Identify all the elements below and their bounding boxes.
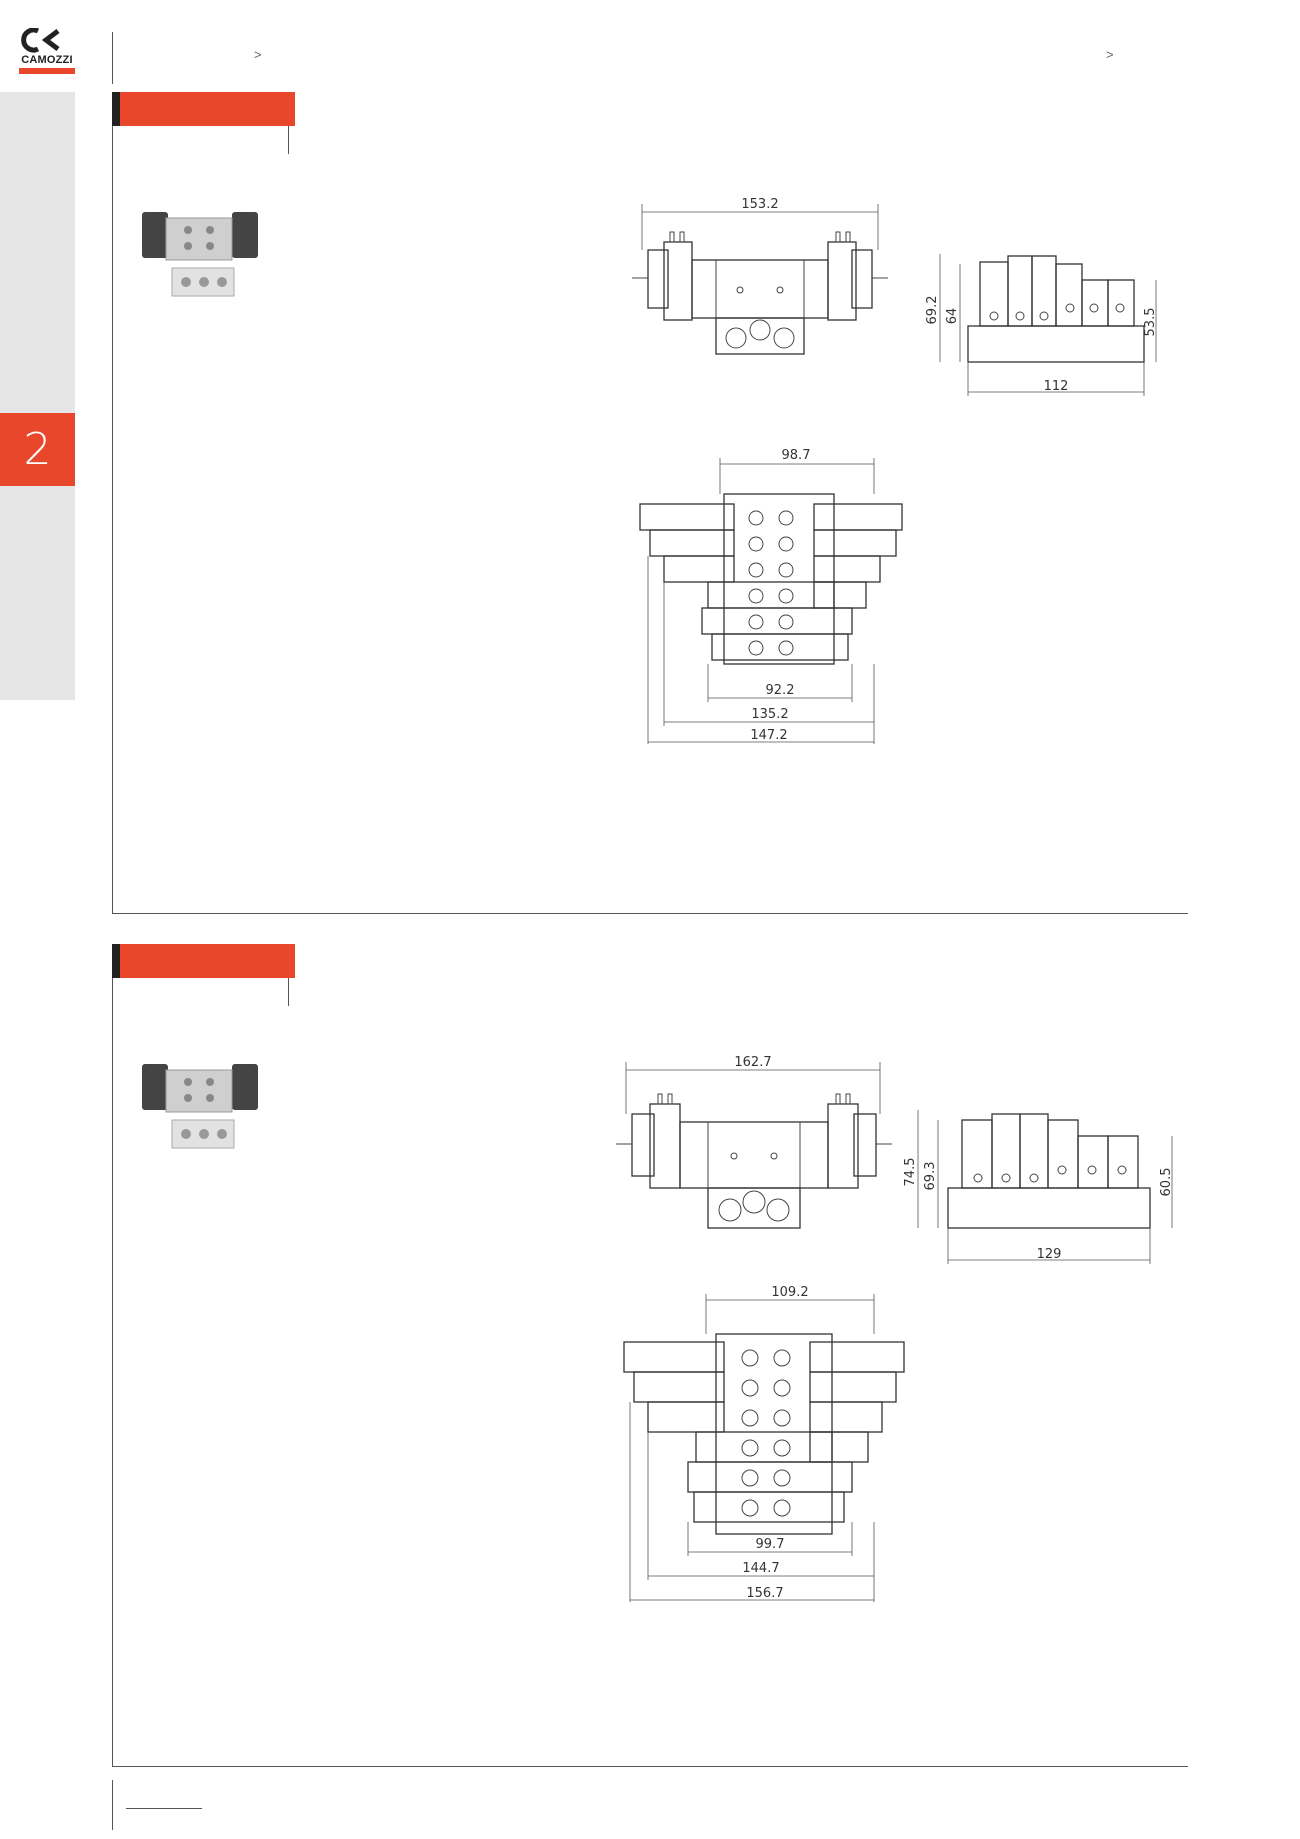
side-view-drawing-1: 69.2 64 53.5 112 — [925, 254, 1158, 396]
section-2-title-bar — [112, 944, 295, 978]
side-width-label-1: 112 — [1044, 379, 1069, 394]
chapter-tab[interactable]: 2 — [0, 413, 75, 486]
breadcrumb-separator-left: > — [254, 47, 262, 62]
side-height-total-label-1: 69.2 — [925, 296, 940, 325]
footer-divider — [112, 1780, 113, 1830]
brand-bar — [19, 68, 75, 74]
side-height-body-label-2: 69.3 — [923, 1162, 938, 1191]
product-photo-2 — [142, 1064, 258, 1149]
brand-name: CAMOZZI — [21, 54, 73, 66]
bottom-dim-2-label-1: 135.2 — [751, 707, 788, 722]
section-2-bar-tick — [288, 978, 289, 1006]
front-width-label-2: 162.7 — [734, 1055, 771, 1070]
section-1-bottom-rule — [112, 913, 1188, 914]
side-height-total-label-2: 74.5 — [904, 1158, 918, 1187]
bottom-dim-1-label-2: 99.7 — [756, 1537, 785, 1552]
top-width-label-2: 109.2 — [771, 1285, 808, 1300]
camozzi-logo: CAMOZZI — [16, 27, 78, 76]
logo-mark-icon — [21, 27, 60, 53]
section-2-bottom-rule — [112, 1766, 1188, 1767]
bottom-dim-2-label-2: 144.7 — [742, 1561, 779, 1576]
side-height-body-label-1: 64 — [945, 308, 960, 325]
product-photo-1 — [142, 212, 258, 297]
front-width-label-1: 153.2 — [741, 197, 778, 212]
side-width-label-2: 129 — [1037, 1247, 1062, 1262]
top-width-label-1: 98.7 — [782, 448, 811, 463]
section-1-title-bar — [112, 92, 295, 126]
front-view-drawing-1: 153.2 — [632, 197, 888, 355]
side-height-right-label-1: 53.5 — [1143, 308, 1158, 337]
side-height-right-label-2: 60.5 — [1159, 1168, 1174, 1197]
section-2-left-rule — [112, 944, 113, 1767]
footer-rule — [126, 1808, 202, 1809]
header-divider — [112, 32, 113, 84]
section-1-bar-tick — [288, 126, 289, 154]
front-view-drawing-2: 162.7 — [616, 1055, 892, 1229]
breadcrumb-separator-right: > — [1106, 47, 1114, 62]
bottom-dim-1-label-1: 92.2 — [766, 683, 795, 698]
top-view-drawing-2: 109.2 99.7 144.7 — [623, 1285, 905, 1602]
side-view-drawing-2: 74.5 69.3 60.5 129 — [904, 1110, 1174, 1264]
bottom-dim-3-label-2: 156.7 — [746, 1586, 784, 1601]
section-1-left-rule — [112, 92, 113, 914]
bottom-dim-3-label-1: 147.2 — [750, 728, 788, 743]
sidebar-strip — [0, 92, 75, 700]
top-view-drawing-1: 98.7 92.2 135.2 — [639, 448, 903, 744]
